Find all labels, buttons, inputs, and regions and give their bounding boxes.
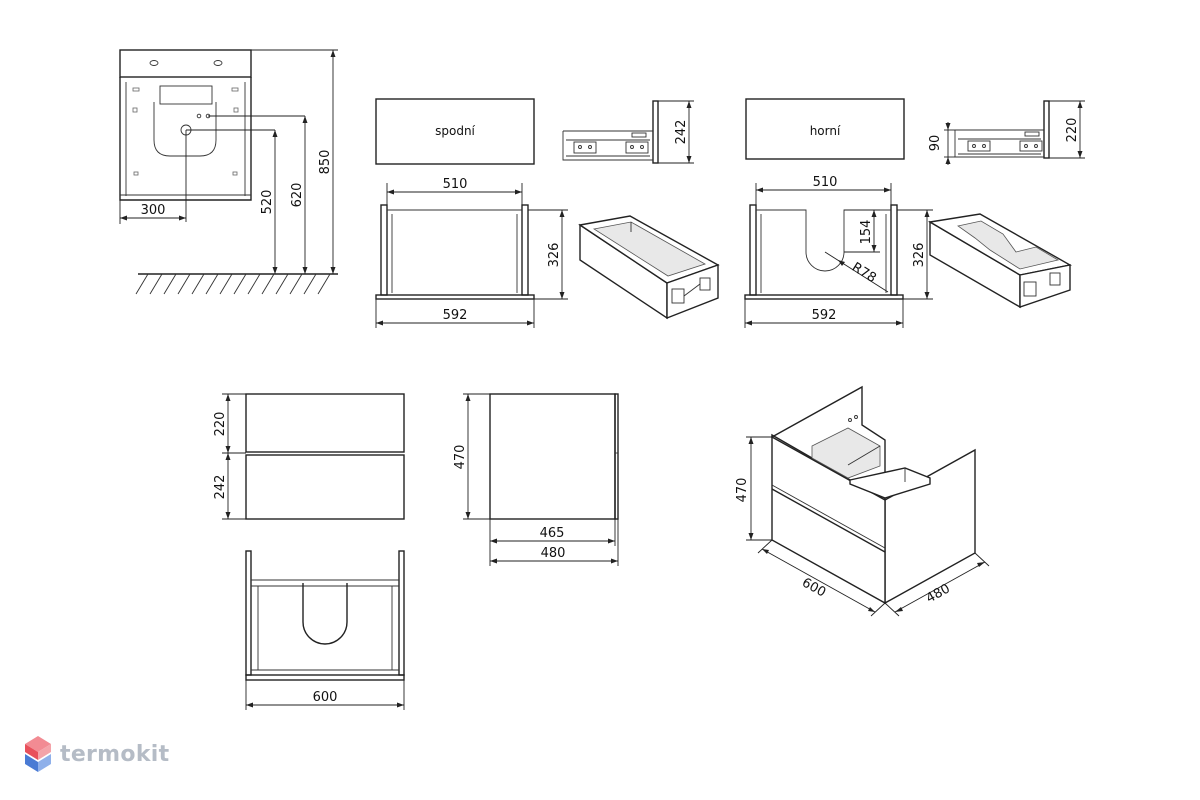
- dim-90: 90: [928, 135, 943, 152]
- top-drawer-front: [745, 98, 905, 160]
- dim-242-profile: 242: [674, 120, 689, 145]
- side-view: 470 465 480: [453, 393, 619, 566]
- brand-name: termokit: [60, 741, 170, 767]
- dim-620: 620: [290, 183, 305, 208]
- dim-300: 300: [141, 203, 166, 218]
- top-drawer-views: horní 90 220: [744, 98, 1085, 328]
- plan-view: 600: [245, 550, 405, 710]
- cabinet-outline: [119, 77, 252, 201]
- dim-154: 154: [859, 220, 874, 245]
- upper-front: [245, 393, 405, 453]
- top-drawer-profile: [954, 100, 1050, 159]
- dim-470-iso: 470: [735, 478, 750, 503]
- bottom-drawer-views: spodní 242: [375, 98, 720, 328]
- tap-hole: [213, 60, 223, 66]
- dim-592-bottom: 592: [443, 308, 468, 323]
- dim-242-front: 242: [213, 475, 228, 500]
- brand-watermark: termokit: [24, 734, 169, 774]
- lower-front: [245, 454, 405, 520]
- top-carcass-front: [744, 204, 904, 300]
- dim-326-bottom: 326: [547, 243, 562, 268]
- dim-850: 850: [318, 150, 333, 175]
- dim-470-side: 470: [453, 445, 468, 470]
- bottom-drawer-front: [375, 98, 535, 165]
- mounting-view: 300 520 620 850: [119, 49, 338, 295]
- dim-480-iso: 480: [924, 581, 953, 606]
- tap-hole: [149, 60, 159, 66]
- dim-465: 465: [540, 526, 565, 541]
- washbasin-top: [119, 49, 252, 78]
- top-drawer-label: horní: [810, 124, 841, 138]
- dim-592-top: 592: [812, 308, 837, 323]
- bottom-drawer-profile: [562, 100, 659, 164]
- dim-520: 520: [260, 190, 275, 215]
- dim-220-front: 220: [213, 412, 228, 437]
- dim-326-top: 326: [912, 243, 927, 268]
- dim-510-bottom: 510: [443, 177, 468, 192]
- bottom-drawer-iso: [578, 215, 720, 320]
- front-view: 220 242: [213, 393, 405, 520]
- top-drawer-iso: [927, 213, 1072, 309]
- dim-radius: R78: [849, 260, 879, 286]
- bottom-drawer-label: spodní: [435, 124, 475, 138]
- side-panel: [489, 393, 616, 520]
- bottom-carcass-front: [375, 204, 535, 300]
- siphon-cutout: [153, 102, 217, 157]
- dim-600-iso: 600: [799, 575, 828, 600]
- dim-510-top: 510: [813, 175, 838, 190]
- dim-480-side: 480: [541, 546, 566, 561]
- termokit-logo-icon: [25, 736, 51, 772]
- dim-600-plan: 600: [313, 690, 338, 705]
- floor-hatch: [135, 273, 331, 295]
- siphon-cutout: [302, 583, 348, 645]
- dim-220-profile: 220: [1065, 118, 1080, 143]
- cabinet-isometric: 470 600 480: [735, 385, 990, 617]
